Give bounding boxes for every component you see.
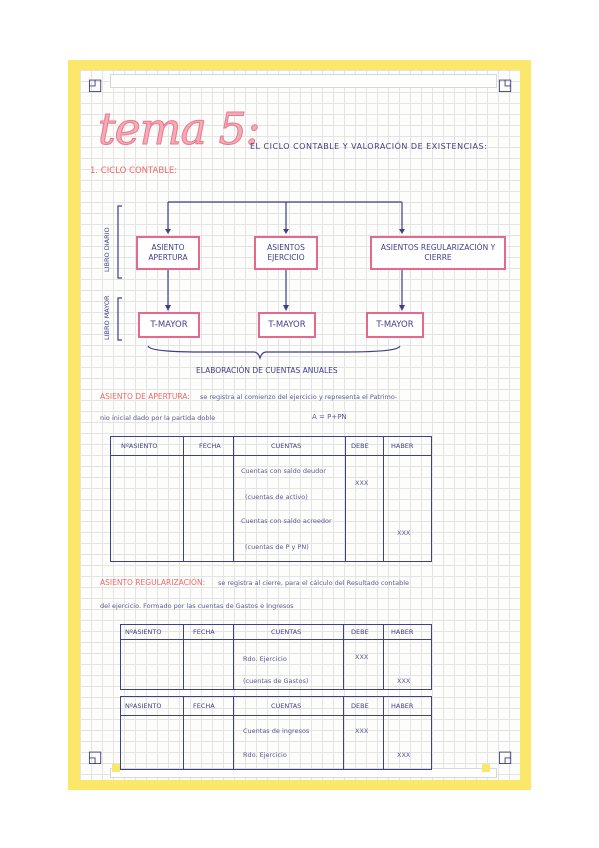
table-cell-haber: XXX xyxy=(397,751,411,759)
col-header-haber: HABER xyxy=(391,442,414,450)
page-title: tema 5: xyxy=(97,104,260,156)
top-bar xyxy=(110,74,497,88)
col-header-debe: DEBE xyxy=(351,442,369,450)
col-header-fecha: FECHA xyxy=(193,702,215,710)
col-header-debe: DEBE xyxy=(351,628,369,636)
apertura-heading: ASIENTO DE APERTURA: xyxy=(100,392,190,401)
table-cell-haber: XXX xyxy=(397,677,411,685)
col-header-haber: HABER xyxy=(391,628,414,636)
col-header-debe: DEBE xyxy=(351,702,369,710)
corner-bracket-icon: ◳ xyxy=(497,75,513,94)
table-cell-haber: XXX xyxy=(397,529,411,537)
col-header-fecha: FECHA xyxy=(193,628,215,636)
box-asientos-regularizacion: ASIENTOS REGULARIZACIÓN Y CIERRE xyxy=(370,236,506,270)
tbox-mayor-1: T-MAYOR xyxy=(138,312,200,338)
col-header-nasiento: NºASIENTO xyxy=(125,702,162,710)
table-cell: (cuentas de activo) xyxy=(245,493,308,501)
table-cell: Rdo. Ejercicio xyxy=(243,655,287,663)
page-subtitle: EL CICLO CONTABLE Y VALORACIÓN DE EXISTE… xyxy=(250,142,488,151)
regularizacion-text-2: del ejercicio. Formado por las cuentas d… xyxy=(100,602,294,610)
table-cell: Cuentas con saldo acreedor xyxy=(241,517,332,525)
col-header-cuentas: CUENTAS xyxy=(271,702,302,710)
col-header-haber: HABER xyxy=(391,702,414,710)
col-header-nasiento: NºASIENTO xyxy=(121,442,158,450)
table-cell: (cuentas de P y PN) xyxy=(245,543,309,551)
apertura-text-2: nio inicial dado por la partida doble xyxy=(100,414,216,422)
apertura-formula: A = P+PN xyxy=(312,413,347,421)
table-cell-debe: XXX xyxy=(355,727,369,735)
col-header-cuentas: CUENTAS xyxy=(271,628,302,636)
apertura-table: NºASIENTO FECHA CUENTAS DEBE HABER Cuent… xyxy=(110,436,432,562)
regularizacion-table-2: NºASIENTO FECHA CUENTAS DEBE HABER Cuent… xyxy=(120,696,432,770)
box-asientos-ejercicio: ASIENTOS EJERCICIO xyxy=(254,236,318,270)
regularizacion-text-1: se registra al cierre, para el cálculo d… xyxy=(218,579,409,587)
box-asiento-apertura: ASIENTO APERTURA xyxy=(136,236,200,270)
table-cell-debe: XXX xyxy=(355,479,369,487)
corner-bracket-icon: ◲ xyxy=(497,747,513,766)
tbox-mayor-3: T-MAYOR xyxy=(366,312,424,338)
corner-bracket-icon: ◱ xyxy=(87,747,103,766)
table-cell: Rdo. Ejercicio xyxy=(243,751,287,759)
table-cell-debe: XXX xyxy=(355,653,369,661)
grid-paper xyxy=(80,70,520,780)
bottom-bar xyxy=(110,768,497,778)
yellow-square xyxy=(112,764,120,772)
col-header-nasiento: NºASIENTO xyxy=(125,628,162,636)
col-header-cuentas: CUENTAS xyxy=(271,442,302,450)
regularizacion-heading: ASIENTO REGULARIZACIÓN: xyxy=(100,578,206,587)
table-cell: Cuentas de ingresos xyxy=(243,727,310,735)
col-header-fecha: FECHA xyxy=(199,442,221,450)
apertura-text-1: se registra al comienzo del ejercicio y … xyxy=(200,393,398,401)
yellow-square xyxy=(482,764,490,772)
corner-bracket-icon: ◰ xyxy=(87,75,103,94)
diagram-caption: ELABORACIÓN DE CUENTAS ANUALES xyxy=(196,366,338,375)
table-cell: (cuentas de Gastos) xyxy=(243,677,309,685)
tbox-mayor-2: T-MAYOR xyxy=(258,312,316,338)
regularizacion-table-1: NºASIENTO FECHA CUENTAS DEBE HABER Rdo. … xyxy=(120,624,432,690)
section-heading: 1. CICLO CONTABLE: xyxy=(90,166,178,176)
table-cell: Cuentas con saldo deudor xyxy=(241,467,326,475)
